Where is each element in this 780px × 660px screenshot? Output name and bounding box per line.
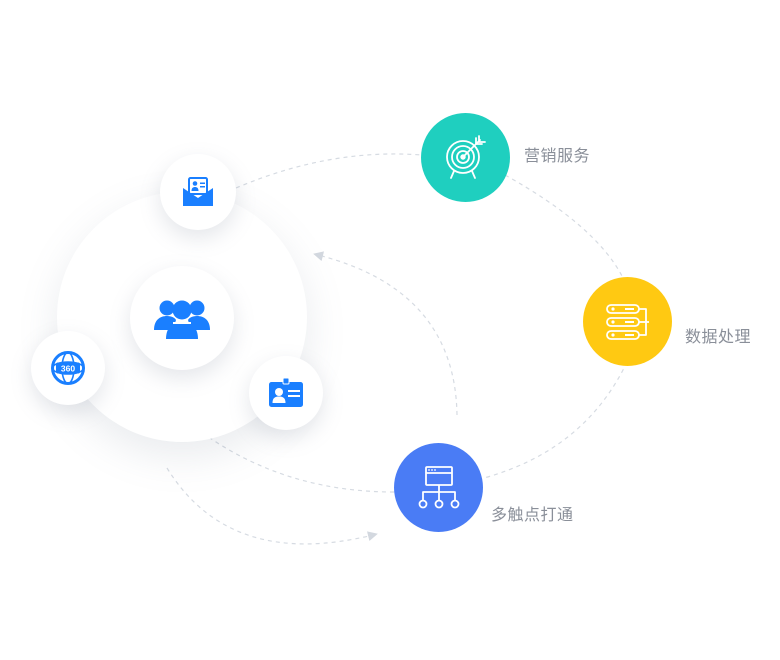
target-icon bbox=[445, 134, 486, 179]
mail-profile-icon bbox=[183, 177, 213, 206]
line-data-to-touchpoint bbox=[483, 361, 628, 479]
marketing-node bbox=[421, 113, 510, 202]
server-icon bbox=[605, 303, 649, 340]
line-marketing-to-data bbox=[504, 174, 623, 277]
users-group-icon bbox=[154, 300, 210, 339]
line-mail-to-marketing bbox=[235, 153, 423, 189]
hub-center-node bbox=[130, 266, 234, 370]
network-icon bbox=[418, 465, 459, 508]
data-label: 数据处理 bbox=[685, 329, 752, 346]
line-touchpoint-to-hub bbox=[209, 437, 395, 493]
line-bottom-arrow bbox=[166, 467, 378, 545]
line-return-arrow bbox=[313, 251, 458, 416]
touchpoint-node bbox=[394, 443, 483, 532]
id-card-node bbox=[249, 356, 323, 430]
touchpoint-label: 多触点打通 bbox=[491, 507, 574, 524]
id-card-icon bbox=[269, 378, 303, 407]
globe-360-node: 360 bbox=[31, 331, 105, 405]
data-node bbox=[583, 277, 672, 366]
mail-profile-node bbox=[160, 154, 236, 230]
globe-360-text: 360 bbox=[61, 364, 75, 374]
globe-360-icon: 360 bbox=[51, 351, 85, 385]
marketing-label: 营销服务 bbox=[524, 148, 591, 165]
